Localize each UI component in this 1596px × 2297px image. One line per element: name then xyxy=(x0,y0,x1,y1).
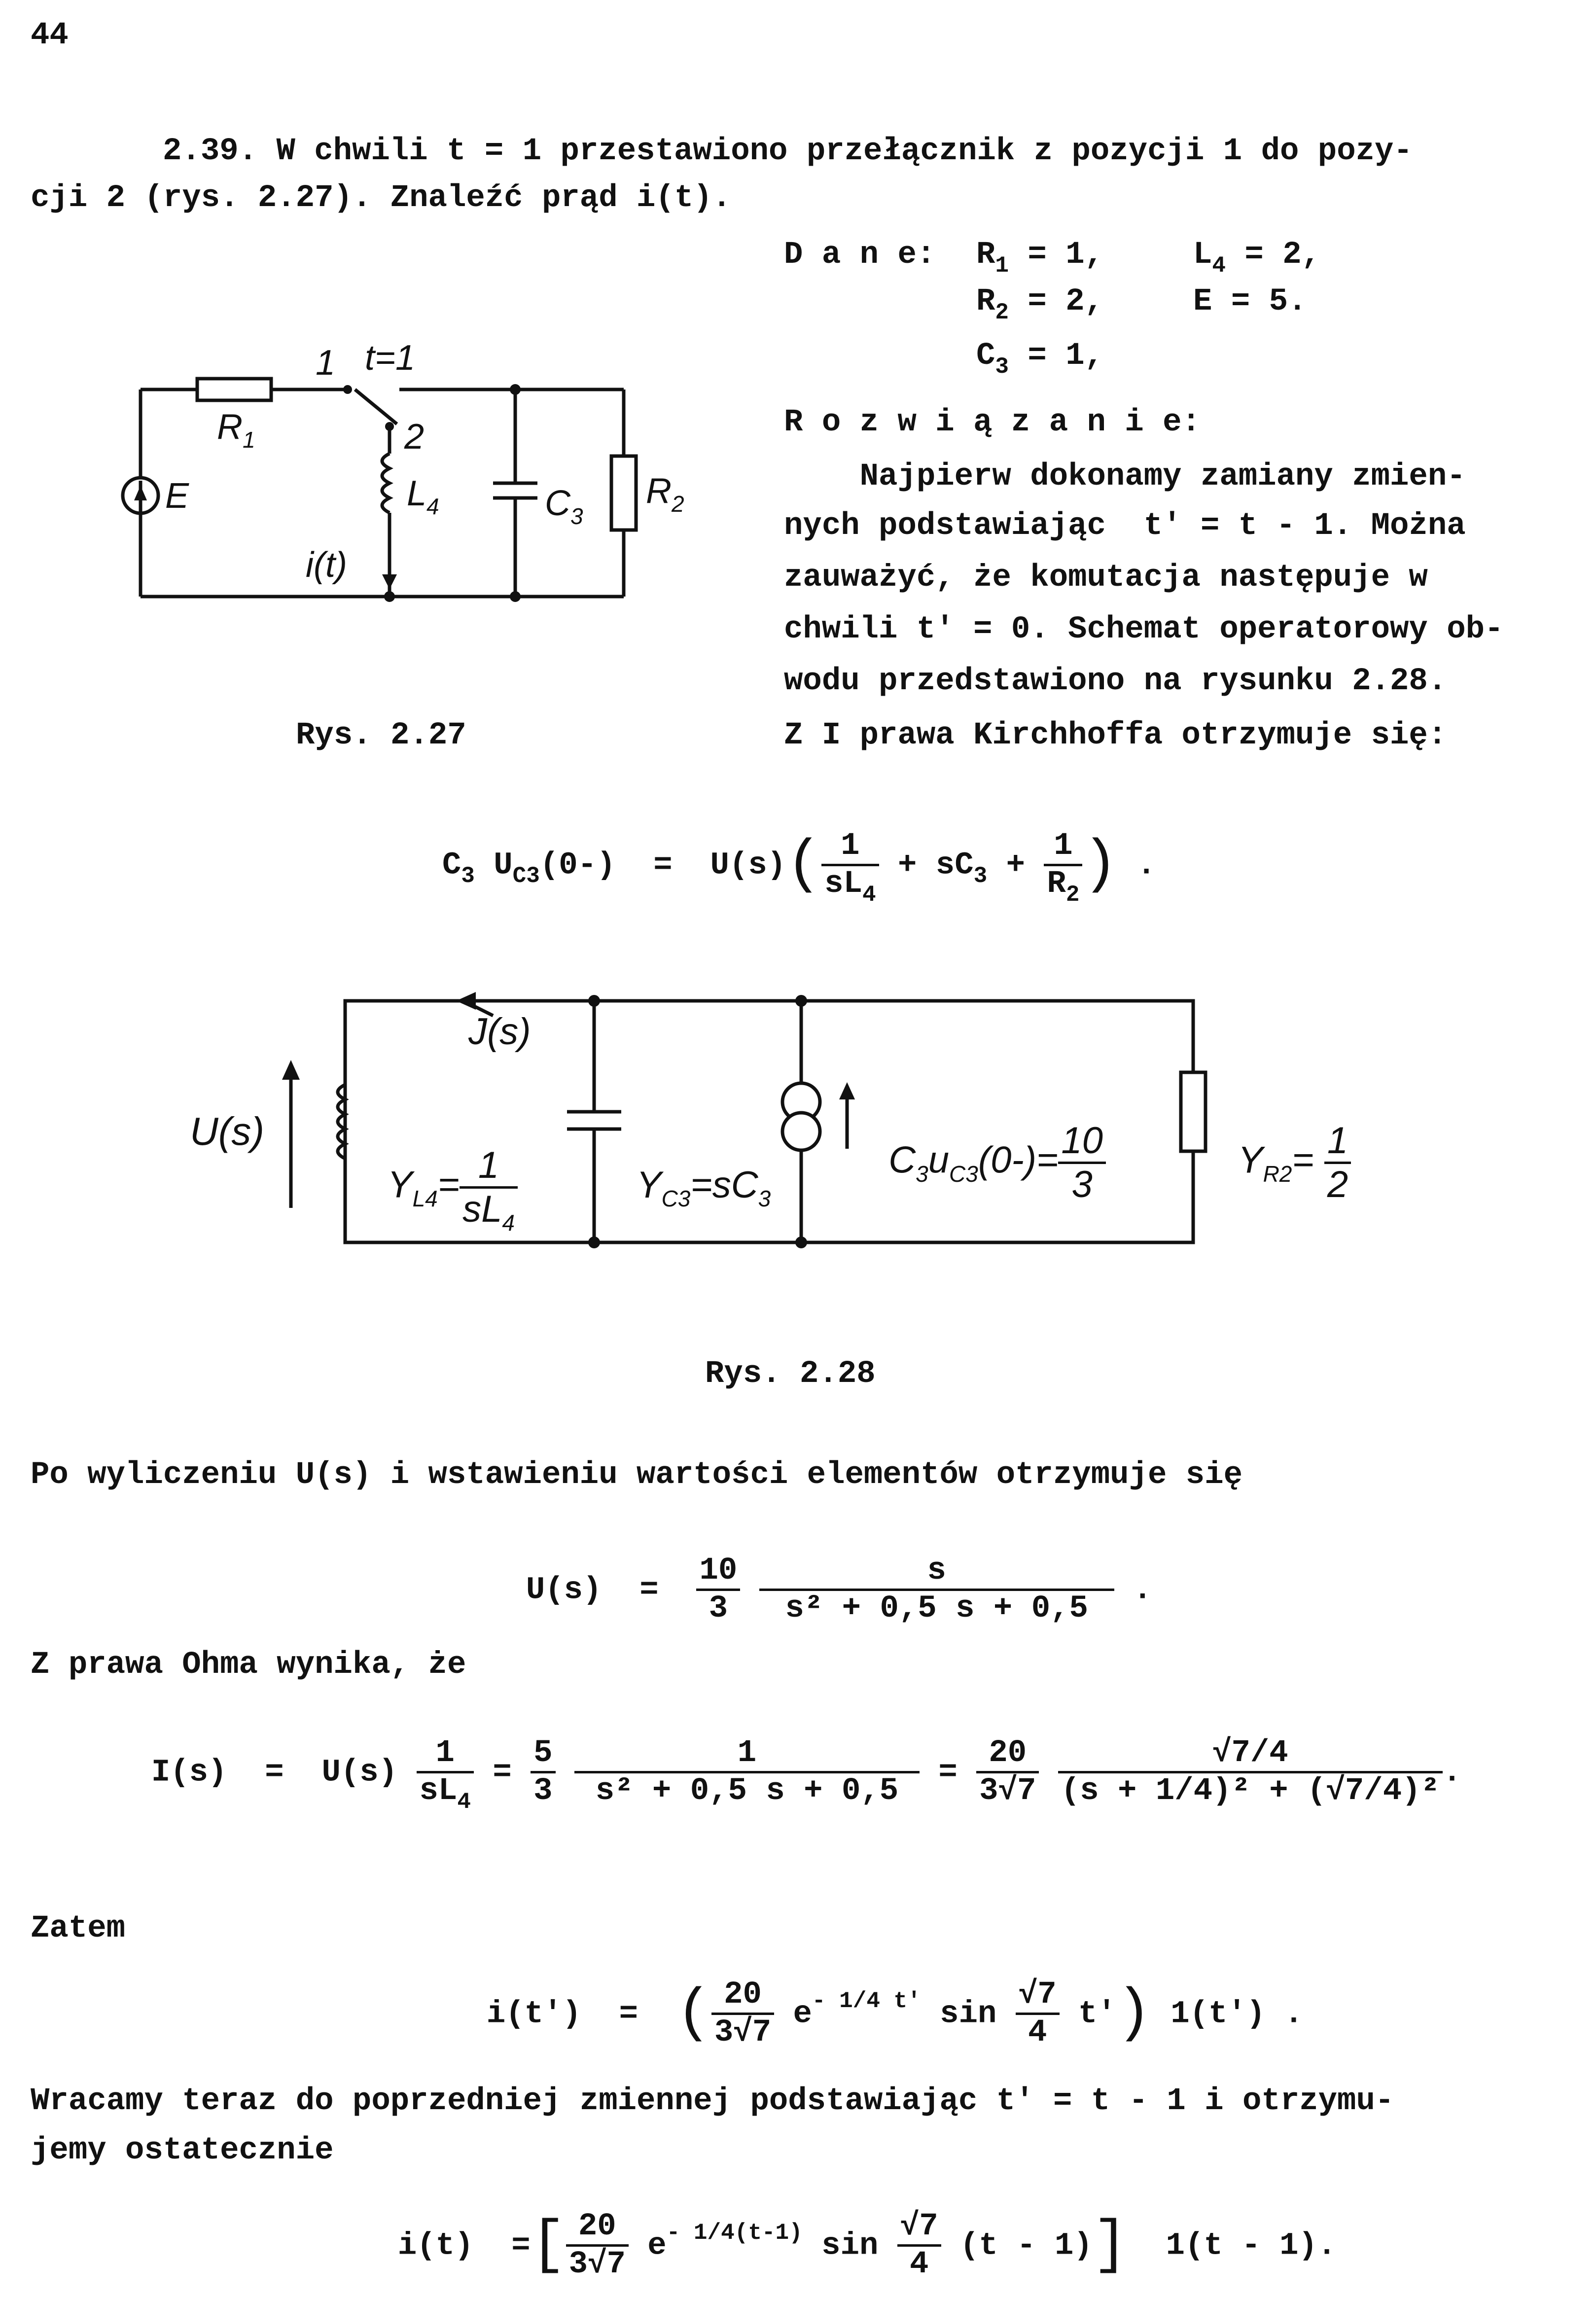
solution-line-5: wodu przedstawiono na rysunku 2.28. xyxy=(784,664,1447,699)
text-back-2: jemy ostatecznie xyxy=(31,2133,334,2168)
circuit-fig-2-27 xyxy=(121,377,638,602)
given-l4: L4 = 2, xyxy=(1193,237,1321,279)
text-back-1: Wracamy teraz do poprzedniej zmiennej po… xyxy=(31,2084,1394,2119)
fig1-label-pos1: 1 xyxy=(316,343,336,383)
fig2-label-current: J(s) xyxy=(468,1011,531,1053)
given-r2: R2 = 2, xyxy=(976,284,1104,325)
fig1-label-r2: R2 xyxy=(646,471,684,517)
problem-line-2: cji 2 (rys. 2.27). Znaleźć prąd i(t). xyxy=(31,180,732,216)
solution-line-6: Z I prawa Kirchhoffa otrzymuje się: xyxy=(784,718,1447,753)
text-after-fig2: Po wyliczeniu U(s) i wstawieniu wartości… xyxy=(31,1457,1242,1493)
page-number: 44 xyxy=(31,18,69,53)
fig1-label-switch: t=1 xyxy=(365,338,416,378)
fig2-caption: Rys. 2.28 xyxy=(705,1356,876,1392)
solution-line-3: zauważyć, że komutacja następuje w xyxy=(784,560,1428,596)
given-c3: C3 = 1, xyxy=(976,338,1104,380)
text-ohm: Z prawa Ohma wynika, że xyxy=(31,1647,466,1683)
given-e: E = 5. xyxy=(1193,284,1307,319)
problem-line-1: 2.39. W chwili t = 1 przestawiono przełą… xyxy=(163,134,1413,169)
fig1-label-e: E xyxy=(165,476,189,516)
solution-line-1: Najpierw dokonamy zamiany zmien- xyxy=(784,459,1466,495)
fig1-label-c3: C3 xyxy=(545,484,583,529)
solution-line-4: chwili t' = 0. Schemat operatorowy ob- xyxy=(784,612,1504,647)
given-label: D a n e: xyxy=(784,237,936,273)
fig1-label-r1: R1 xyxy=(217,407,255,453)
circuit-fig-2-28 xyxy=(282,992,1207,1248)
text-zatem: Zatem xyxy=(31,1911,126,1946)
fig2-label-voltage: U(s) xyxy=(190,1109,265,1153)
solution-label: R o z w i ą z a n i e: xyxy=(784,405,1201,440)
fig1-label-current: i(t) xyxy=(306,545,347,585)
given-r1: R1 = 1, xyxy=(976,237,1104,279)
fig1-label-l4: L4 xyxy=(407,474,439,519)
solution-line-2: nych podstawiając t' = t - 1. Można xyxy=(784,508,1466,544)
fig1-label-pos2: 2 xyxy=(404,417,425,457)
fig1-caption: Rys. 2.27 xyxy=(296,718,466,753)
fig2-label-yc3: YC3=sC3 xyxy=(636,1164,771,1211)
